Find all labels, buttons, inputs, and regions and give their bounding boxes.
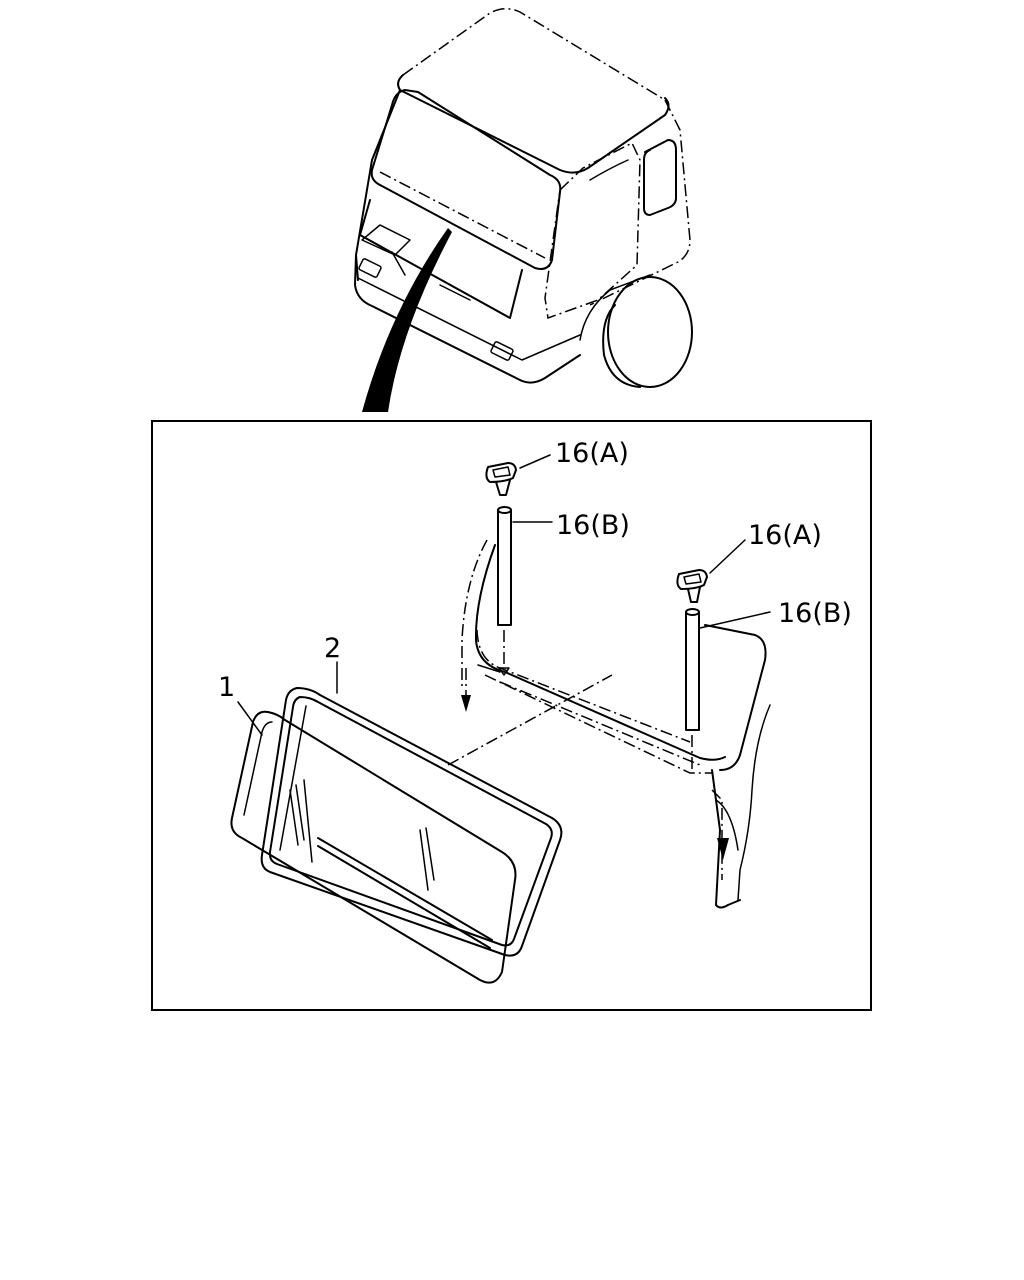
callout-16a-right: 16(A) <box>748 520 822 551</box>
cab-body-opening <box>461 539 771 909</box>
detail-frame <box>151 420 872 1011</box>
callout-16b-left: 16(B) <box>556 510 630 541</box>
callout-part-2: 2 <box>324 633 341 664</box>
callout-16a-left: 16(A) <box>555 438 629 469</box>
callout-16b-right: 16(B) <box>778 598 852 629</box>
assembly-line <box>447 674 613 766</box>
plug-16b-left <box>497 506 512 676</box>
windshield-glass <box>230 710 517 984</box>
clip-16a-left <box>485 462 517 496</box>
zoom-pointer-arrow <box>362 228 452 412</box>
plug-16b-right <box>685 608 700 772</box>
leader-lines <box>237 454 771 736</box>
clip-16a-right <box>676 569 708 603</box>
callout-part-1: 1 <box>218 672 235 703</box>
